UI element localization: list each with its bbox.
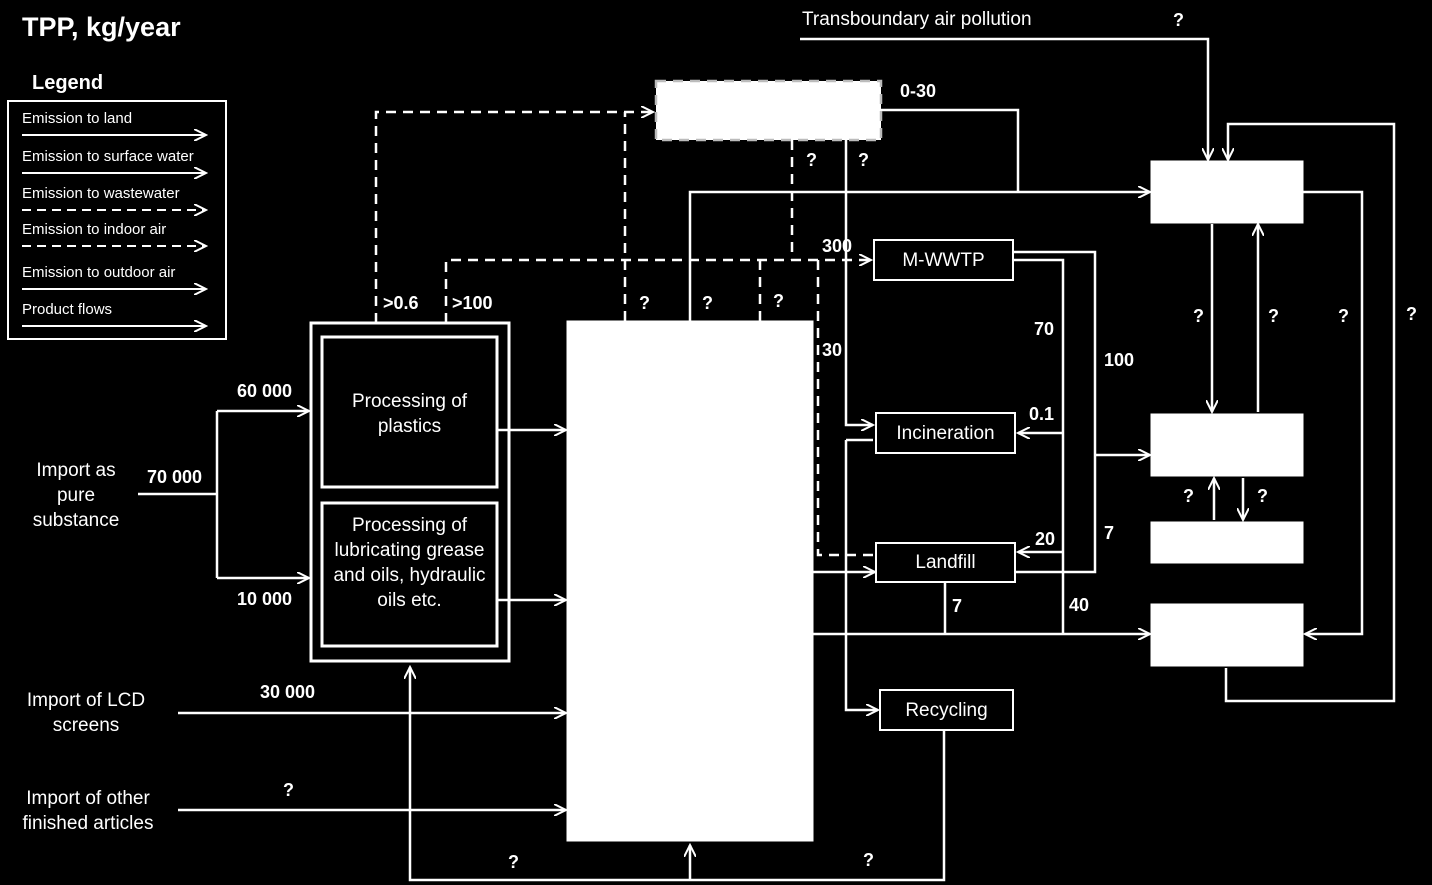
soil-box: [1150, 603, 1304, 667]
page-title: TPP, kg/year: [22, 12, 181, 42]
flow-indoor-q2: ?: [858, 150, 869, 170]
legend-box: [7, 100, 227, 340]
indoor-air-box: [654, 79, 883, 142]
mwwtp-box: [873, 239, 1014, 281]
flow-env-q4: ?: [1406, 304, 1417, 324]
flow-to-plastics: 60 000: [237, 381, 293, 401]
surface-water-box: [1150, 413, 1304, 477]
lubricating-label: Processing of lubricating grease and oil…: [333, 515, 486, 611]
incineration-label: Incineration: [896, 423, 995, 444]
flow-to-lubricating: 10 000: [237, 589, 293, 609]
use-phase-box: [566, 320, 814, 842]
flow-transboundary: ?: [1173, 10, 1184, 30]
legend-item-indoor-air: Emission to indoor air: [22, 221, 167, 238]
import-other-label: Import of other finished articles: [22, 788, 154, 834]
import-lcd-label: Import of LCD screens: [26, 690, 146, 736]
flow-landfill-to-land: 7: [952, 596, 963, 616]
flow-mwwtp-to-land: 40: [1069, 595, 1090, 615]
flow-env-q2: ?: [1268, 306, 1279, 326]
flow-mwwtp-to-incineration: 70: [1034, 319, 1055, 339]
flow-env-q1: ?: [1193, 306, 1204, 326]
mwwtp-label: M-WWTP: [902, 250, 985, 271]
landfill-label: Landfill: [915, 552, 976, 573]
outdoor-air-box: [1150, 160, 1304, 224]
legend-item-surface-water: Emission to surface water: [22, 148, 194, 165]
flow-use-q2: ?: [702, 293, 713, 313]
flow-water-q2: ?: [1257, 486, 1268, 506]
flow-landfill-out: 7: [1104, 523, 1115, 543]
legend-title: Legend: [32, 72, 104, 94]
legend-item-land: Emission to land: [22, 110, 133, 127]
transboundary-label: Transboundary air pollution: [802, 9, 1032, 30]
flow-indoor-from-processing: >0.6: [383, 293, 419, 313]
flow-indoor-air-out: 0-30: [900, 81, 937, 101]
landfill-box: [875, 542, 1016, 583]
flow-to-mwwtp: 300: [822, 236, 853, 256]
flow-other-articles: ?: [283, 780, 294, 800]
recycling-box: [879, 689, 1014, 731]
legend-item-wastewater: Emission to wastewater: [22, 185, 180, 202]
flow-lcd: 30 000: [260, 682, 316, 702]
lubricating-box: [320, 501, 499, 648]
sediment-box: [1150, 521, 1304, 564]
flow-use-q1: ?: [639, 293, 650, 313]
flow-recycling-loop: ?: [863, 850, 874, 870]
flow-import-pure: 70 000: [147, 467, 203, 487]
flow-wastewater-from-processing: >100: [452, 293, 493, 313]
recycling-label: Recycling: [905, 700, 988, 721]
import-pure-label: Import as pure substance: [32, 460, 120, 531]
legend-item-outdoor-air: Emission to outdoor air: [22, 264, 176, 281]
plastics-box: [320, 335, 499, 489]
flow-water-q1: ?: [1183, 486, 1194, 506]
legend-item-product-flows: Product flows: [22, 301, 113, 318]
flow-to-incineration: 0.1: [1029, 404, 1055, 424]
flow-use-q3: ?: [773, 291, 784, 311]
incineration-box: [875, 412, 1016, 454]
plastics-label: Processing of plastics: [351, 391, 468, 437]
flow-recycling-back: ?: [508, 852, 519, 872]
flow-to-landfill: 20: [1035, 529, 1056, 549]
flow-mwwtp-out: 100: [1104, 350, 1135, 370]
flow-indoor-q1: ?: [806, 150, 817, 170]
flow-env-q3: ?: [1338, 306, 1349, 326]
flow-wastewater-to-landfill: 30: [822, 340, 843, 360]
processing-outer-box: [309, 321, 511, 663]
